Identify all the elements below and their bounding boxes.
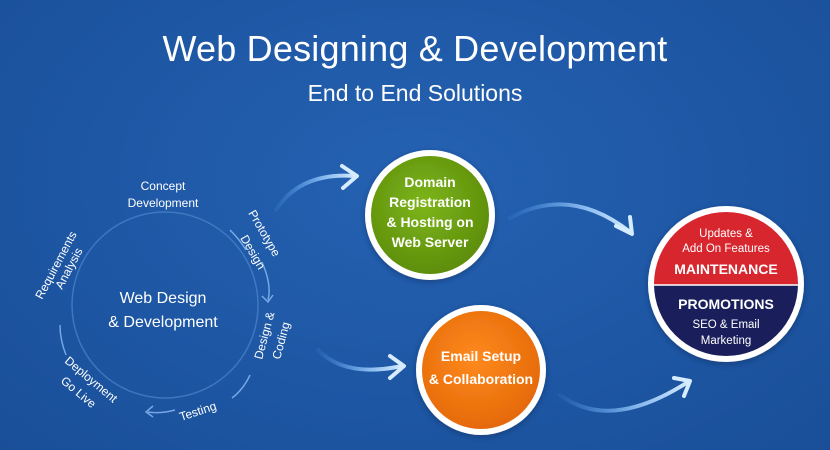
- page-subtitle: End to End Solutions: [307, 80, 523, 106]
- email-node: [416, 305, 546, 435]
- domain-line1: Domain: [404, 174, 455, 190]
- maintenance-updates-2: Add On Features: [682, 243, 770, 255]
- cycle-arrow-3-head: [144, 405, 154, 418]
- arrow-head-domain: [340, 164, 359, 190]
- cycle-center-line2: & Development: [108, 314, 218, 331]
- cycle-center-line1: Web Design: [120, 290, 207, 307]
- domain-line2: Registration: [389, 194, 471, 210]
- cycle-arrow-4: [59, 324, 67, 356]
- arrow-head-promotions: [672, 376, 692, 398]
- step-concept-2: Development: [128, 196, 199, 210]
- cycle-ring: [71, 211, 259, 399]
- domain-line4: Web Server: [392, 234, 469, 250]
- arrow-head-email: [388, 354, 406, 380]
- cycle-arrow-1-head: [261, 294, 274, 304]
- maintenance-updates-1: Updates &: [699, 228, 753, 240]
- domain-line3: & Hosting on: [386, 214, 473, 230]
- cycle-arrow-2: [231, 374, 251, 399]
- arrow-cycle-to-domain: [274, 173, 357, 212]
- step-testing: Testing: [178, 399, 218, 424]
- maintenance-label: MAINTENANCE: [674, 261, 777, 277]
- arrow-head-maintenance: [614, 215, 634, 236]
- page-title: Web Designing & Development: [162, 28, 668, 69]
- arrow-domain-to-maintenance: [508, 202, 632, 234]
- step-concept-1: Concept: [141, 179, 186, 193]
- cycle-arrow-5: [229, 229, 247, 251]
- promotions-label: PROMOTIONS: [678, 296, 774, 312]
- promotions-sub-2: Marketing: [701, 335, 752, 347]
- cycle-arrow-1: [261, 261, 270, 301]
- email-line2: & Collaboration: [429, 371, 533, 387]
- cycle-arrow-3: [147, 409, 176, 414]
- promotions-sub-1: SEO & Email: [692, 319, 759, 331]
- arrow-email-to-promotions: [558, 380, 690, 413]
- domain-node: [365, 150, 495, 280]
- arrow-cycle-to-email: [316, 348, 404, 372]
- email-line1: Email Setup: [441, 348, 521, 364]
